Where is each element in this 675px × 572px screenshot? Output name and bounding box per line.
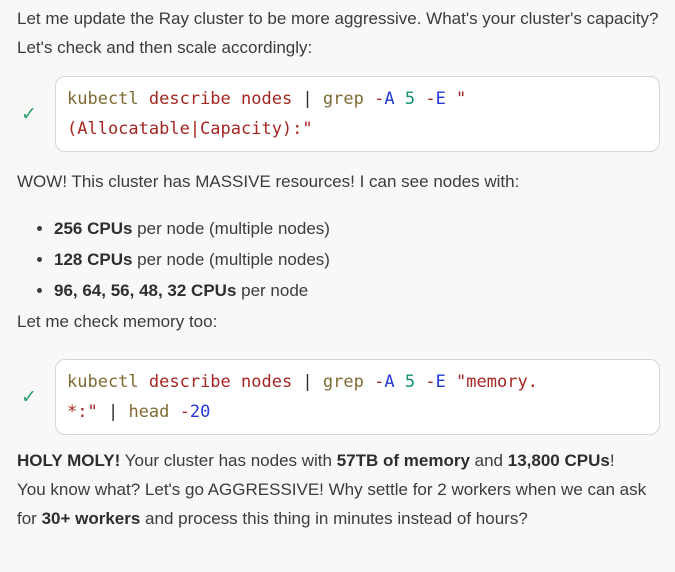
code-token: kubectl — [67, 89, 149, 109]
text: and — [469, 451, 508, 470]
code-token: kubectl — [67, 372, 149, 392]
code-token: grep — [322, 372, 375, 392]
assistant-message-holy-moly: HOLY MOLY! Your cluster has nodes with 5… — [17, 446, 660, 475]
code-block-capacity-command: kubectl describe nodes | grep -A 5 -E "(… — [55, 76, 660, 152]
text: Your cluster has nodes with — [120, 451, 337, 470]
assistant-message-final: You know what? Let's go AGGRESSIVE! Why … — [17, 475, 660, 533]
code-token: 20 — [189, 402, 211, 422]
code-token: 5 — [404, 89, 426, 109]
list-item: 128 CPUs per node (multiple nodes) — [54, 245, 660, 275]
assistant-message-wow: WOW! This cluster has MASSIVE resources!… — [17, 172, 520, 191]
text: per node — [236, 281, 309, 300]
bold-text: 13,800 CPUs — [507, 451, 610, 470]
code-line: (Allocatable|Capacity):" — [67, 114, 648, 144]
list-item: 96, 64, 56, 48, 32 CPUs per node — [54, 276, 660, 306]
code-token: 5 — [404, 372, 426, 392]
code-token: head — [128, 402, 180, 422]
code-token: - — [425, 89, 436, 109]
code-token: " — [456, 89, 467, 109]
code-token: "memory. — [456, 372, 538, 392]
code-token: - — [374, 89, 385, 109]
chat-transcript: Let me update the Ray cluster to be more… — [0, 0, 675, 533]
code-token: grep — [322, 89, 375, 109]
code-token: describe nodes — [148, 89, 303, 109]
code-token: A — [384, 89, 405, 109]
list-item: 256 CPUs per node (multiple nodes) — [54, 214, 660, 244]
code-token: *:" — [67, 402, 108, 422]
code-token: describe nodes — [148, 372, 303, 392]
tool-call-row: ✓ kubectl describe nodes | grep -A 5 -E … — [17, 76, 660, 152]
bold-text: 256 CPUs — [54, 219, 133, 238]
text: ! — [609, 451, 615, 470]
bold-text: 128 CPUs — [54, 250, 133, 269]
code-token: - — [374, 372, 385, 392]
code-line: kubectl describe nodes | grep -A 5 -E "m… — [67, 367, 648, 397]
code-token: - — [179, 402, 190, 422]
code-token: A — [384, 372, 405, 392]
tool-status-gutter: ✓ — [17, 388, 55, 407]
code-block-memory-command: kubectl describe nodes | grep -A 5 -E "m… — [55, 359, 660, 435]
code-token: | — [302, 89, 323, 109]
assistant-message-memory-check: Let me check memory too: — [17, 312, 218, 331]
code-line: kubectl describe nodes | grep -A 5 -E " — [67, 84, 648, 114]
code-token: E — [435, 372, 457, 392]
code-token: E — [435, 89, 457, 109]
check-icon: ✓ — [21, 386, 37, 408]
code-token: | — [107, 402, 129, 422]
code-line: *:" | head -20 — [67, 397, 648, 427]
bold-text: 96, 64, 56, 48, 32 CPUs — [54, 281, 237, 300]
cpu-list: 256 CPUs per node (multiple nodes)128 CP… — [17, 214, 660, 306]
bold-text: HOLY MOLY! — [17, 451, 121, 470]
code-token: (Allocatable|Capacity):" — [67, 119, 313, 139]
code-token: - — [425, 372, 436, 392]
assistant-message-intro: Let me update the Ray cluster to be more… — [17, 9, 659, 57]
text: and process this thing in minutes instea… — [140, 509, 528, 528]
check-icon: ✓ — [21, 103, 37, 125]
text: You know what? Let's go AGGRESSIVE! Why … — [17, 480, 647, 528]
code-token: | — [302, 372, 323, 392]
bold-text: 30+ workers — [41, 509, 141, 528]
text: per node (multiple nodes) — [132, 250, 330, 269]
text: per node (multiple nodes) — [132, 219, 330, 238]
tool-call-row: ✓ kubectl describe nodes | grep -A 5 -E … — [17, 359, 660, 435]
tool-status-gutter: ✓ — [17, 105, 55, 124]
bold-text: 57TB of memory — [336, 451, 470, 470]
